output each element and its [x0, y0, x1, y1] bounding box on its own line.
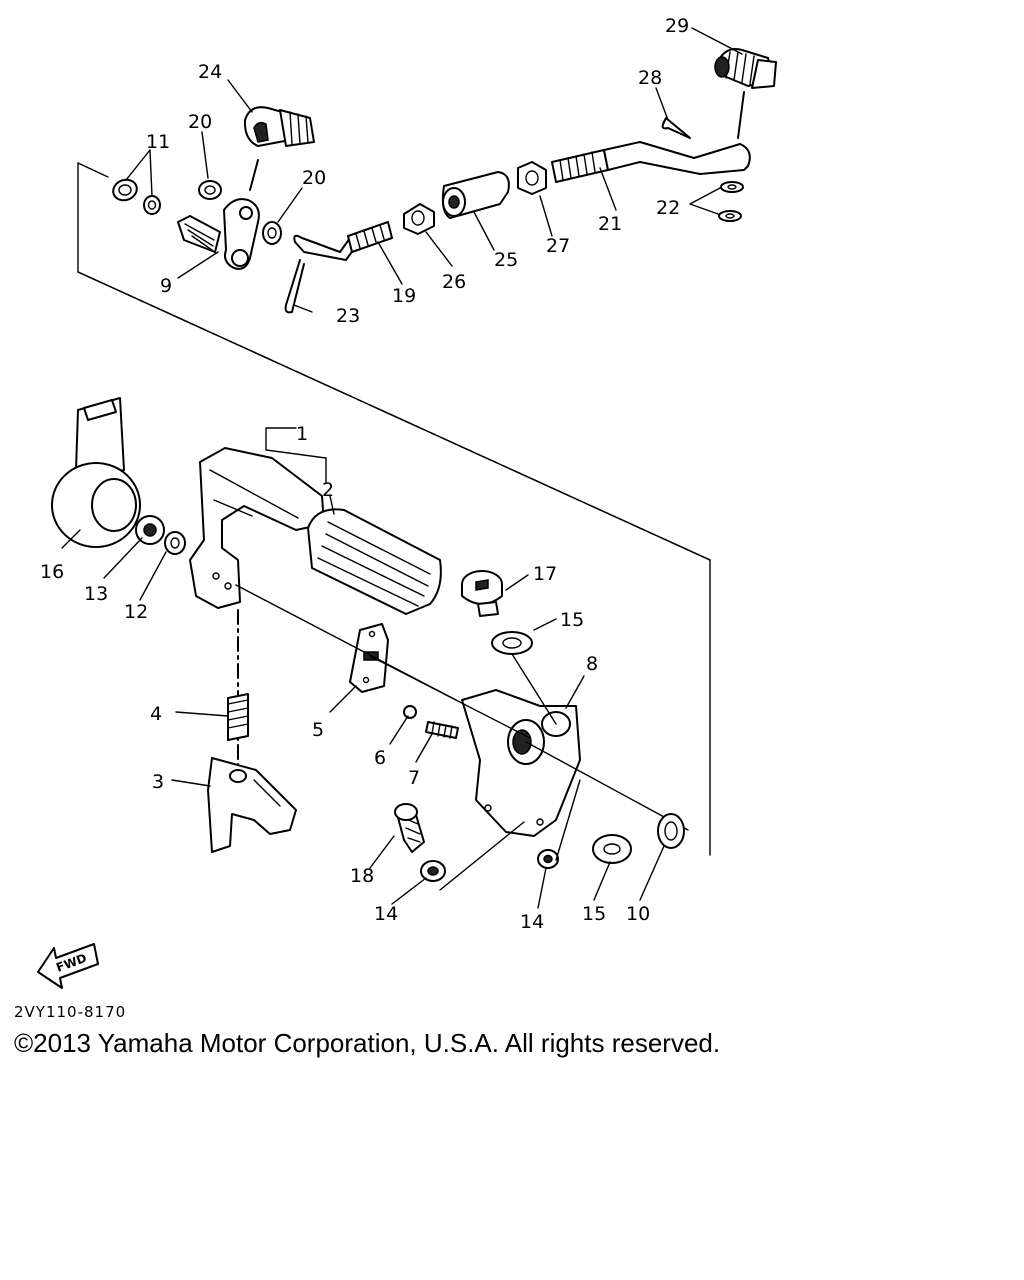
callout-28: 28: [638, 67, 662, 89]
part-ring-10: [657, 813, 685, 849]
fwd-arrow-icon: FWD: [37, 943, 99, 989]
callout-27: 22: [656, 197, 680, 219]
callout-12: 12: [124, 601, 148, 623]
callout-6: 6: [374, 747, 386, 769]
part-grip-cover-2: [307, 508, 442, 615]
callout-20-lower: 20: [302, 167, 326, 189]
callout-23: 25: [494, 249, 518, 271]
callout-labels: 29 28 24 11 20 20 9 23 19 26 25 27 21 22…: [40, 15, 689, 933]
callout-7: 7: [408, 767, 420, 789]
part-ball-6: [403, 705, 417, 719]
part-cotter-pin-28: [661, 117, 691, 139]
part-washer-14-right: [537, 849, 559, 869]
callout-24: 27: [546, 235, 570, 257]
part-washer-11-small: [143, 195, 161, 215]
part-collar-13: [135, 515, 165, 545]
part-washer-15-upper: [491, 631, 533, 655]
part-shift-lever-9: [177, 159, 260, 270]
part-grommet-29: [714, 48, 777, 139]
callout-22: 24: [198, 61, 222, 83]
callout-11: 11: [146, 131, 170, 153]
part-washer-20-lower: [262, 221, 282, 245]
callout-8: 8: [586, 653, 598, 675]
part-shift-rod-26: [551, 141, 751, 183]
callout-10: 10: [626, 903, 650, 925]
part-washer-27: [718, 181, 744, 222]
callout-26: 21: [598, 213, 622, 235]
callout-29: 29: [665, 15, 689, 37]
callout-25: 26: [442, 271, 466, 293]
callout-20-upper: 20: [188, 111, 212, 133]
callout-18: 18: [350, 865, 374, 887]
part-handle-1: [189, 447, 325, 609]
part-washer-12: [164, 531, 186, 555]
part-shift-rod-19: [293, 221, 393, 261]
callout-2: 2: [322, 479, 334, 501]
callout-14-left: 14: [374, 903, 398, 925]
callout-3: 3: [152, 771, 164, 793]
part-lever-3: [207, 757, 297, 853]
copyright-notice: ©2013 Yamaha Motor Corporation, U.S.A. A…: [14, 1028, 721, 1058]
callout-1: 1: [296, 423, 308, 445]
callout-19: 19: [392, 285, 416, 307]
part-washer-15-lower: [592, 834, 632, 864]
callout-9: 9: [160, 275, 172, 297]
assembly-boundary: [77, 162, 711, 856]
part-joint-23: [441, 171, 510, 219]
callout-16: 16: [40, 561, 64, 583]
part-washer-14-left: [420, 860, 446, 882]
part-grommet-22: [243, 106, 315, 147]
part-grip-16: [51, 397, 141, 548]
callout-17: 17: [533, 563, 557, 585]
callout-21: 23: [336, 305, 360, 327]
part-spring-7: [425, 721, 459, 739]
diagram-code: 2VY110-8170: [14, 1003, 127, 1021]
part-cotter-pin-21: [284, 259, 305, 314]
callout-14-right: 14: [520, 911, 544, 933]
leader-lines: [61, 27, 743, 909]
callout-13: 13: [84, 583, 108, 605]
part-bracket-8: [461, 689, 689, 837]
assembly-lines: [235, 584, 581, 891]
part-spring-4: [227, 609, 249, 769]
callout-5: 5: [312, 719, 324, 741]
part-washer-11-large: [112, 178, 138, 202]
part-bolt-17: [461, 570, 503, 617]
callout-4: 4: [150, 703, 162, 725]
part-bolt-18: [394, 803, 425, 853]
part-washer-20-upper: [198, 180, 222, 200]
part-nut-24: [517, 161, 547, 195]
callout-15-upper: 15: [560, 609, 584, 631]
callout-15-lower: 15: [582, 903, 606, 925]
part-nut-25: [403, 203, 435, 235]
part-plate-5: [349, 623, 389, 693]
